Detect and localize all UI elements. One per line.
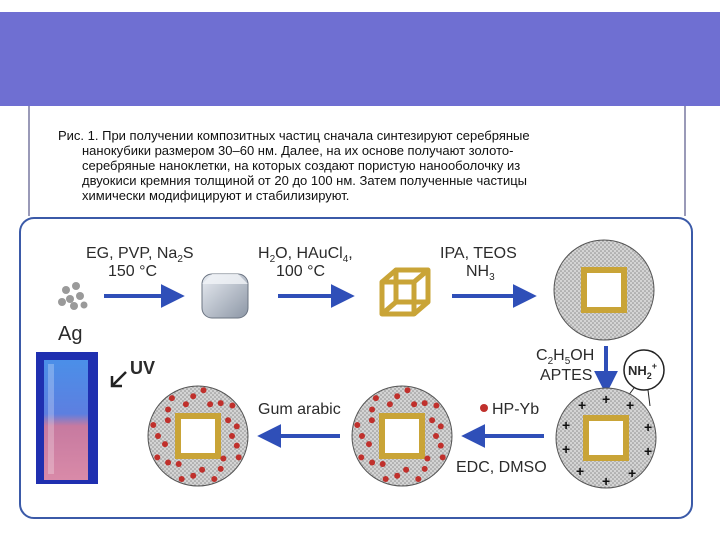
dye-dot [200,387,207,394]
step1-reagents: EG, PVP, Na2S [86,245,194,265]
dye-dot [437,442,444,449]
svg-text:+: + [562,417,570,433]
dye-dot [233,442,240,449]
dye-dot [421,400,428,407]
frame-right-border [684,106,686,216]
uv-arrow-icon [110,371,127,388]
silver-nanocube [201,273,249,319]
dye-dot [411,401,418,408]
dye-dot [150,422,157,428]
dye-dot [190,393,197,400]
step4-aptes: APTES [540,367,592,384]
svg-text:+: + [602,391,610,407]
dye-dot [403,466,410,473]
dye-dot [372,395,379,402]
dye-dot [225,417,232,424]
dye-dot [233,423,240,430]
dye-dot [369,459,376,466]
frame-left-border [28,106,30,216]
dye-dot [168,395,175,402]
dye-dot-icon [480,404,488,412]
step4-solvent: C2H5OH [536,347,594,367]
dye-dot [386,401,393,408]
step3-ammonia: NH3 [466,263,495,283]
dye-dot [415,476,422,482]
dye-dot [182,401,189,408]
dye-dot [190,472,197,479]
dye-dot [178,476,185,482]
svg-text:+: + [578,397,586,413]
uv-label: UV [130,358,155,378]
amine-callout: NH2+ [621,349,665,407]
svg-text:+: + [628,465,636,481]
dye-dot [199,466,206,473]
ag-label: Ag [58,323,82,345]
dye-dot [235,454,242,461]
dye-dot [429,417,436,424]
synthesis-diagram: Ag EG, PVP, Na2S 150 °C H2O, HAuCl4, 100… [19,217,693,519]
dye-dot [229,433,235,439]
amine-functionalized-particle: + + + + + + + + + + [555,387,657,489]
dye-dot [220,455,227,462]
svg-text:+: + [644,443,652,459]
dye-dot [433,402,440,409]
step2-reagents: H2O, HAuCl4, [258,245,353,265]
dye-dot [394,393,401,400]
dye-dot [175,461,182,467]
step1-temperature: 150 °C [108,263,157,280]
dye-dot [217,465,224,472]
dye-dot [368,417,375,424]
title-banner [0,12,720,109]
dye-dot [421,465,428,472]
dye-dot [437,423,444,430]
dye-dot [164,417,171,424]
dye-dot [217,400,224,407]
uv-cuvette [36,352,98,484]
caption-line-1: Рис. 1. При получении композитных частиц… [58,128,530,143]
ag-particles [58,282,88,310]
dye-dot [211,476,218,482]
stabilized-particle [147,385,249,487]
banner-underline [0,106,636,109]
gold-nanocage [379,267,431,317]
panel-border [19,217,693,519]
dye-dot [354,422,361,428]
silica-coated-particle [553,239,655,341]
dye-dot [369,406,376,413]
caption-line-4: двуокиси кремния толщиной от 20 до 100 н… [82,173,528,188]
dye-dot [162,441,168,448]
dye-dot [359,433,365,439]
dye-dot [155,433,161,439]
dye-dot [207,401,214,408]
svg-text:+: + [644,419,652,435]
dye-dot [439,454,446,461]
dye-dot [229,402,236,409]
step2-temperature: 100 °C [276,263,325,280]
caption-line-2: нанокубики размером 30–60 нм. Далее, на … [82,143,514,158]
dye-dot [154,454,161,461]
dye-dot [379,461,386,467]
svg-text:+: + [626,397,634,413]
svg-text:+: + [562,441,570,457]
figure-caption: Рис. 1. При получении композитных частиц… [58,128,678,203]
step6-stabilizer: Gum arabic [258,401,341,418]
dye-dot [366,441,372,448]
dye-dot [165,459,172,466]
svg-text:+: + [602,473,610,489]
dye-loaded-particle [351,385,453,487]
caption-line-5: химически модифицируют и стабилизируют. [82,188,350,203]
dye-dot [404,387,411,394]
dye-dot [358,454,365,461]
dye-dot [382,476,389,482]
dye-dot [165,406,172,413]
dye-dot [394,472,401,479]
caption-line-3: серебряные наноклетки, на которых создаю… [82,158,521,173]
svg-text:NH2+: NH2+ [628,361,657,381]
step5-coupling: EDC, DMSO [456,459,547,476]
dye-dot [433,433,439,439]
svg-text:+: + [576,463,584,479]
step5-dye: HP-Yb [492,401,539,418]
step3-reagents: IPA, TEOS [440,245,517,262]
dye-dot [424,455,431,462]
